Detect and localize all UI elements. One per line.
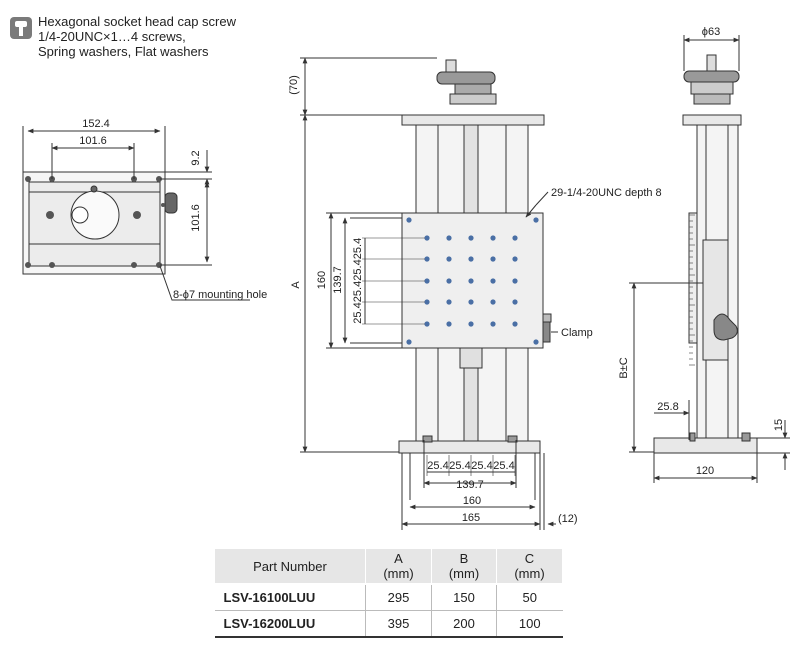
pitch-label: 25.4 (352, 302, 364, 323)
dim-B-plus-minus-C: B±C (618, 357, 630, 378)
table-row: LSV-16200LUU 395 200 100 (214, 610, 563, 638)
dim-120: 120 (696, 465, 714, 477)
fastener-note: Hexagonal socket head cap screw 1/4-20UN… (38, 14, 236, 59)
header-b: B(mm) (431, 548, 497, 585)
header-c: C(mm) (496, 548, 563, 585)
tapped-hole (512, 235, 518, 241)
tapped-holes-label: 29-1/4-20UNC depth 8 (551, 187, 662, 199)
pitch-label: 25.4 (449, 460, 470, 472)
part-number-cell: LSV-16200LUU (214, 610, 366, 638)
tapped-hole (406, 217, 412, 223)
front-top-plate (401, 114, 545, 126)
screw-icon (10, 17, 32, 39)
tapped-hole (490, 278, 496, 284)
tapped-hole (446, 278, 452, 284)
dim-139-7-vertical: 139.7 (332, 266, 344, 294)
pitch-label: 25.4 (471, 460, 492, 472)
dim-160-horizontal: 160 (463, 495, 481, 507)
clamp-label: Clamp (561, 327, 593, 339)
value-c-cell: 100 (496, 610, 563, 638)
value-c-cell: 50 (496, 583, 563, 611)
front-hole-pattern (406, 217, 539, 345)
tapped-hole (468, 235, 474, 241)
side-scale (689, 214, 695, 366)
note-line-1: Hexagonal socket head cap screw (38, 14, 237, 29)
dim-A: A (290, 281, 302, 289)
side-view (629, 35, 790, 483)
tapped-hole (512, 278, 518, 284)
spec-table: Part Number A(mm) B(mm) C(mm) LSV-16100L… (214, 548, 563, 638)
header-a: A(mm) (365, 548, 432, 585)
tapped-hole (468, 256, 474, 262)
value-a-cell: 395 (365, 610, 432, 638)
tapped-hole (406, 339, 412, 345)
top-view-holes (25, 176, 165, 268)
dim-139-7-horizontal: 139.7 (456, 479, 484, 491)
tapped-hole (446, 321, 452, 327)
dim-160-vertical: 160 (316, 271, 328, 289)
front-handwheel (436, 71, 496, 85)
tapped-hole (468, 278, 474, 284)
tapped-hole (490, 235, 496, 241)
tapped-hole (512, 321, 518, 327)
dim-phi63: ϕ63 (702, 26, 720, 38)
tapped-hole (446, 235, 452, 241)
tapped-hole (424, 256, 430, 262)
tapped-hole (424, 321, 430, 327)
front-pitch-vertical: 25.425.425.425.4 (352, 237, 425, 325)
dim-152-4: 152.4 (82, 118, 110, 130)
technical-drawing: 152.4 101.6 9.2 101.6 8-ϕ7 mounting hole (22, 26, 790, 530)
dim-101-6-horizontal: 101.6 (79, 135, 107, 147)
front-base (398, 440, 541, 454)
dim-101-6-vertical: 101.6 (190, 204, 202, 232)
dim-15: 15 (773, 419, 785, 431)
note-line-2: 1/4-20UNC×1…4 screws, (38, 29, 186, 44)
dim-25-8: 25.8 (657, 401, 678, 413)
value-a-cell: 295 (365, 583, 432, 611)
tapped-hole (512, 256, 518, 262)
header-part-number: Part Number (214, 548, 366, 585)
side-base (653, 437, 758, 454)
pitch-label: 25.4 (427, 460, 448, 472)
value-b-cell: 150 (431, 583, 497, 611)
pitch-label: 25.4 (493, 460, 514, 472)
value-b-cell: 200 (431, 610, 497, 638)
side-handwheel (683, 70, 740, 83)
top-view (22, 126, 250, 301)
pitch-label: 25.4 (352, 259, 364, 280)
tapped-hole (424, 235, 430, 241)
table-row: LSV-16100LUU 295 150 50 (214, 583, 563, 611)
tapped-hole (533, 339, 539, 345)
mounting-hole-label: 8-ϕ7 mounting hole (173, 289, 267, 301)
tapped-hole (490, 256, 496, 262)
dim-70: (70) (288, 75, 300, 95)
pitch-label: 25.4 (352, 281, 364, 302)
tapped-hole (468, 321, 474, 327)
dim-9-2: 9.2 (190, 150, 202, 165)
tapped-hole (446, 256, 452, 262)
part-number-cell: LSV-16100LUU (214, 583, 366, 611)
dim-165: 165 (462, 512, 480, 524)
side-carriage (702, 239, 729, 361)
note-line-3: Spring washers, Flat washers (38, 44, 209, 59)
top-view-clamp (164, 192, 178, 214)
tapped-hole (468, 299, 474, 305)
dim-12: (12) (558, 513, 578, 525)
tapped-hole (446, 299, 452, 305)
side-clamp-knob (713, 313, 738, 341)
tapped-hole (512, 299, 518, 305)
tapped-hole (490, 299, 496, 305)
tapped-hole (424, 278, 430, 284)
pitch-label: 25.4 (352, 238, 364, 259)
tapped-hole (424, 299, 430, 305)
tapped-hole (490, 321, 496, 327)
tapped-hole (533, 217, 539, 223)
